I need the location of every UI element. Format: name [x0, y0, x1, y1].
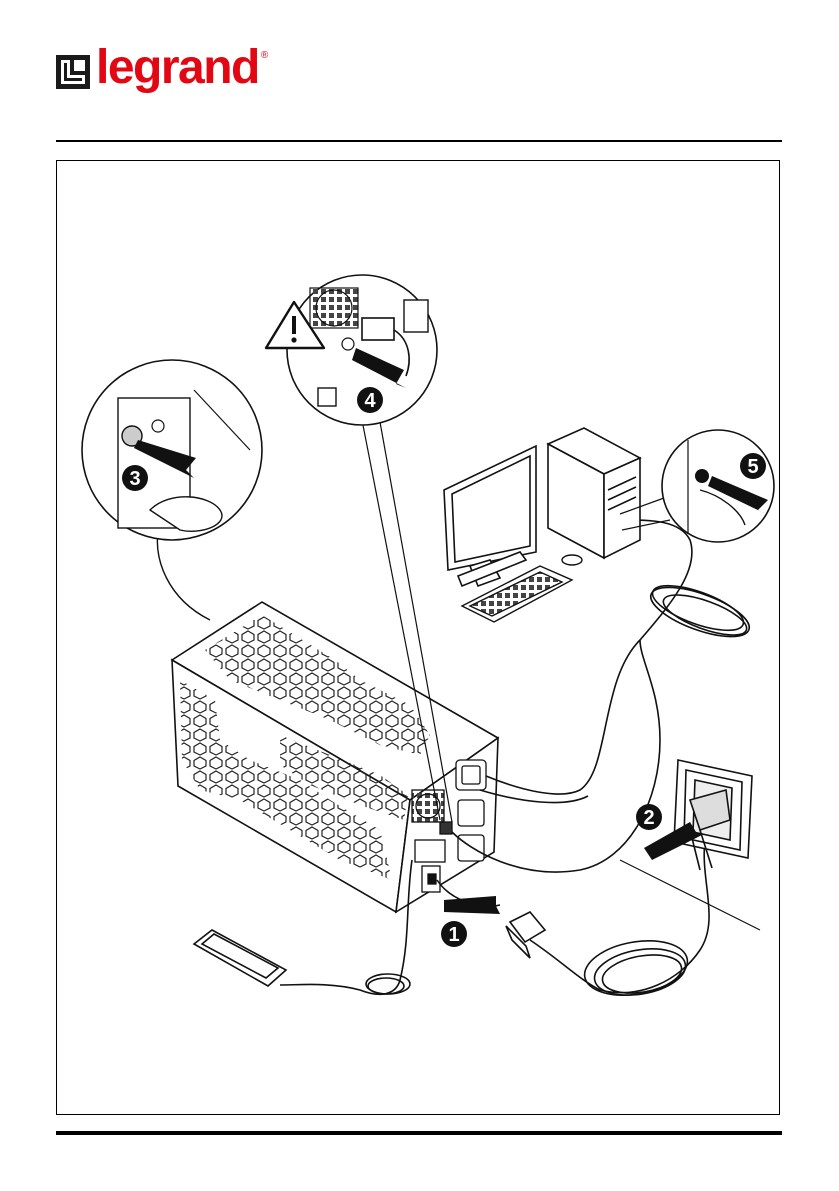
step-3-number: 3 — [129, 468, 140, 490]
ups-unit — [172, 602, 498, 912]
step-4-number: 4 — [364, 390, 376, 412]
step-1-number: 1 — [448, 924, 459, 946]
callout-pc-power: 5 — [620, 430, 774, 542]
computer-tower — [548, 428, 640, 558]
step-2-number: 2 — [643, 807, 654, 829]
arrow-icon — [444, 896, 500, 914]
iec-connector — [506, 912, 545, 958]
step-5-number: 5 — [747, 456, 758, 478]
computer-monitor — [444, 446, 536, 586]
usb-icon — [318, 388, 336, 406]
step-1-indicator: 1 — [441, 896, 500, 947]
smartphone — [194, 930, 286, 986]
floor-line — [620, 860, 760, 930]
callout-power-button: 3 — [82, 360, 262, 620]
wall-socket — [674, 760, 752, 870]
